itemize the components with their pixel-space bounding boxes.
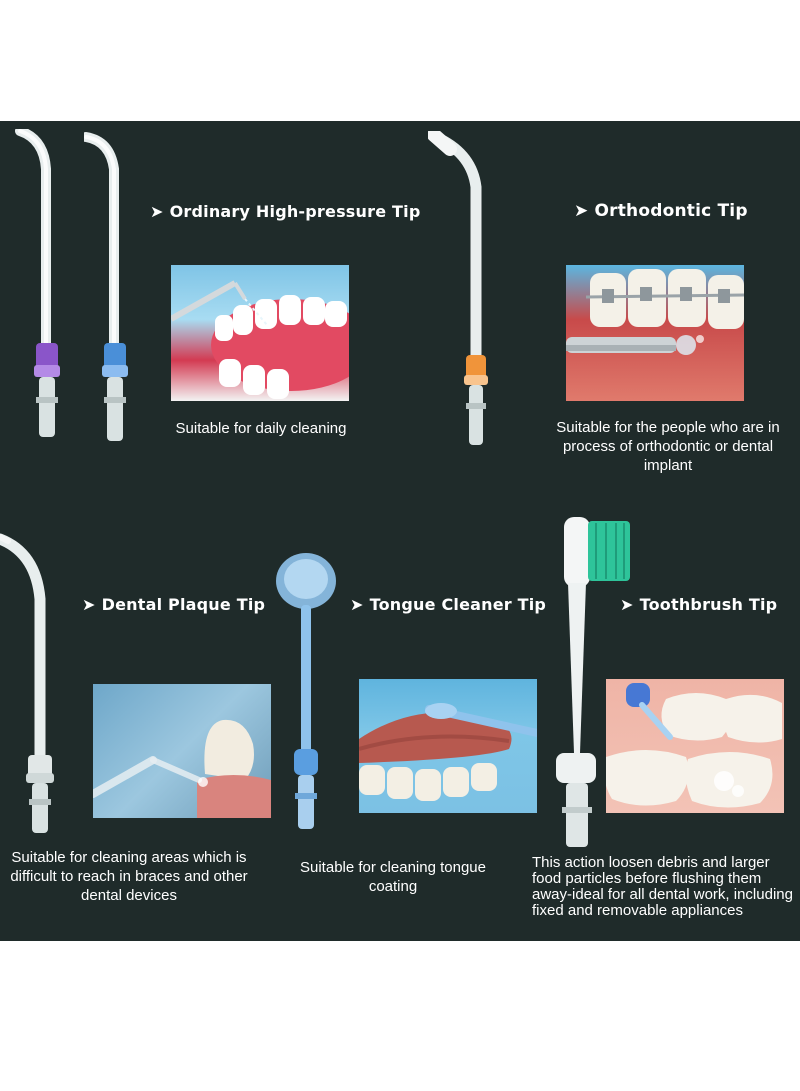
ordinary-tip-title: ➤ Ordinary High-pressure Tip (150, 202, 420, 221)
toothbrush-tip-photo (606, 679, 784, 813)
toothbrush-tip-caption: This action loosen debris and larger foo… (532, 854, 793, 919)
ordinary-tip-purple-image (15, 129, 60, 437)
orthodontic-tip-photo (566, 265, 744, 401)
tongue-cleaner-tip-caption: Suitable for cleaning tongue coating (300, 859, 486, 895)
toothbrush-tip-title-text: Toothbrush Tip (639, 595, 778, 614)
dental-plaque-tip-caption: Suitable for cleaning areas which is dif… (10, 849, 248, 904)
dental-plaque-tip-photo (93, 684, 271, 818)
tongue-cleaner-tip-photo (359, 679, 537, 813)
orthodontic-tip-image (428, 131, 488, 445)
tongue-cleaner-tip-title: ➤ Tongue Cleaner Tip (350, 595, 546, 614)
toothbrush-tip-title: ➤ Toothbrush Tip (620, 595, 777, 614)
ordinary-tip-caption: Suitable for daily cleaning (175, 420, 347, 437)
orthodontic-tip-caption: Suitable for the people who are in proce… (556, 419, 780, 474)
ordinary-tip-blue-image (84, 132, 128, 441)
orthodontic-tip-title: ➤Orthodontic Tip (574, 201, 748, 221)
arrow-icon: ➤ (150, 202, 164, 221)
tongue-cleaner-tip-title-text: Tongue Cleaner Tip (369, 595, 547, 614)
toothbrush-tip-image (556, 517, 630, 847)
arrow-icon: ➤ (82, 595, 96, 614)
ordinary-tip-title-text: Ordinary High-pressure Tip (169, 202, 421, 221)
product-panel: ➤ Ordinary High-pressure Tip Suitable for… (0, 121, 800, 941)
arrow-icon: ➤ (350, 595, 364, 614)
dental-plaque-tip-title: ➤ Dental Plaque Tip (82, 595, 265, 614)
tongue-cleaner-tip-image (276, 553, 336, 829)
dental-plaque-tip-title-text: Dental Plaque Tip (101, 595, 266, 614)
arrow-icon: ➤ (620, 595, 634, 614)
dental-plaque-tip-image (0, 533, 54, 833)
ordinary-tip-photo (171, 265, 349, 401)
orthodontic-tip-title-text: Orthodontic Tip (594, 201, 748, 221)
arrow-icon: ➤ (574, 201, 589, 221)
